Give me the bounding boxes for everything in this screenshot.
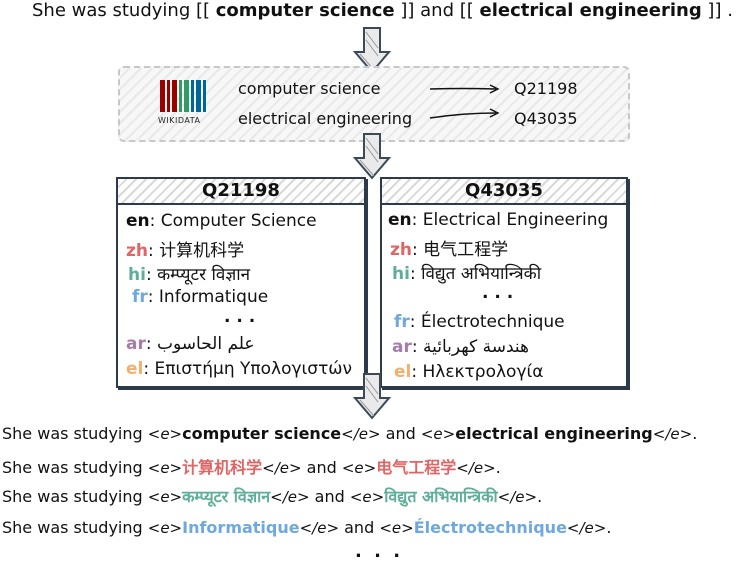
sentence-prefix: She was studying [[ (32, 0, 216, 21)
label-row-hi: hi: विद्युत अभियान्त्रिकी (392, 264, 542, 284)
entity-box-q43035: Q43035 en: Electrical Engineering zh: 电气… (380, 177, 628, 388)
label-row-el: el: Επιστήμη Υπολογιστών (126, 359, 353, 379)
label-row-hi: hi: कम्प्यूटर विज्ञान (128, 265, 251, 285)
ellipsis: . . . (224, 307, 256, 327)
input-sentence: She was studying [[ computer science ]] … (32, 0, 733, 21)
box-title: Q21198 (118, 179, 364, 205)
label-row-fr: fr: Électrotechnique (394, 312, 565, 332)
label-row-en: en: Computer Science (126, 211, 317, 231)
mapping-label-1: computer science (238, 79, 381, 98)
down-arrow-icon (352, 133, 392, 180)
label-row-zh: zh: 计算机科学 (126, 241, 245, 261)
mapping-qid-1: Q21198 (514, 79, 578, 98)
output-sentence-fr: She was studying <e>Informatique</e> and… (2, 518, 612, 537)
output-sentence-en: She was studying <e>computer science</e>… (2, 424, 698, 443)
entity-computer-science: computer science (215, 0, 395, 21)
label-row-en: en: Electrical Engineering (388, 210, 609, 230)
bottom-ellipsis: . . . (355, 541, 404, 562)
sentence-suffix: ]] . (701, 0, 733, 21)
wikidata-logo-text: WIKIDATA (158, 116, 201, 125)
down-arrow-icon (352, 373, 392, 420)
sentence-middle: ]] and [[ (394, 0, 480, 21)
mapping-qid-2: Q43035 (514, 109, 578, 128)
label-row-el: el: Ηλεκτρολογία (394, 362, 544, 382)
mapping-arrows-icon (429, 84, 500, 119)
ellipsis: . . . (482, 283, 514, 303)
wikidata-logo: WIKIDATA (158, 80, 212, 125)
output-sentence-zh: She was studying <e>计算机科学</e> and <e>电气工… (2, 458, 501, 477)
label-row-zh: zh: 电气工程学 (390, 240, 509, 260)
down-arrow-icon (352, 27, 392, 74)
mapping-label-2: electrical engineering (238, 109, 413, 128)
label-row-ar: ar: هندسة كهربائية (392, 337, 529, 357)
label-row-ar: ar: علم الحاسوب (126, 334, 255, 354)
entity-electrical-engineering: electrical engineering (479, 0, 702, 21)
box-title: Q43035 (382, 179, 626, 205)
entity-box-q21198: Q21198 en: Computer Science zh: 计算机科学 hi… (116, 177, 366, 388)
output-sentence-hi: She was studying <e>कम्प्यूटर विज्ञान</e… (2, 487, 543, 506)
label-row-fr: fr: Informatique (132, 287, 269, 307)
